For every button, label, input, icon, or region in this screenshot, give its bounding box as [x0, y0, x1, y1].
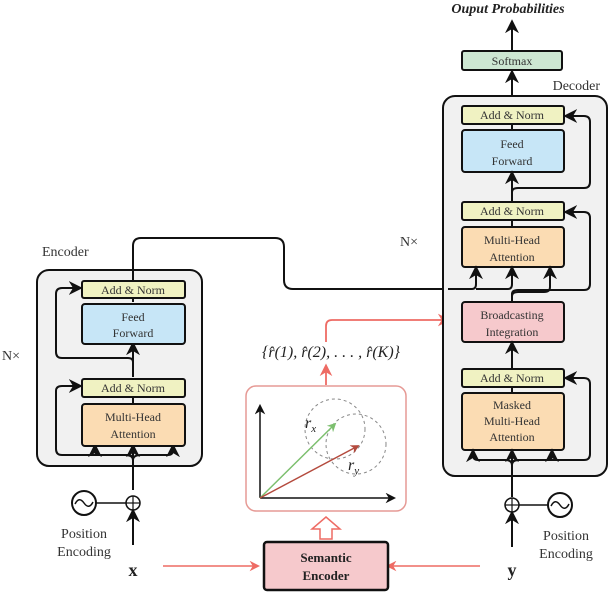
- encoder-input-arrow-q: [132, 443, 180, 461]
- masked-attention-label-3: Attention: [489, 430, 534, 444]
- semantic-encoder-label-1: Semantic: [300, 550, 352, 565]
- encoder-attention-label-1: Multi-Head: [105, 410, 161, 424]
- decoder-input-arrow-k: [466, 448, 513, 466]
- rx-label: rx: [305, 415, 316, 435]
- set-to-broadcasting-arrow: [325, 313, 451, 342]
- semantic-encoder-box: [262, 540, 390, 592]
- rx-neighborhood-circle: [304, 398, 366, 460]
- encoder-ff-label-1: Feed: [121, 310, 144, 324]
- output-probabilities-title: Ouput Probabilities: [451, 2, 565, 17]
- masked-attention-label-1: Masked: [493, 398, 531, 412]
- broadcasting-label-1: Broadcasting: [480, 308, 543, 322]
- decoder-pe-label-2: Encoding: [539, 547, 593, 562]
- decoder-add-norm-bottom-label: Add & Norm: [480, 371, 545, 385]
- cross-attn-value-arrow: [476, 265, 519, 290]
- rx-vector: [259, 422, 337, 499]
- sine-wave-icon: [74, 499, 94, 507]
- decoder-input-y: y: [508, 560, 517, 580]
- sine-wave-icon: [550, 501, 570, 509]
- encoder-ff-label-2: Forward: [113, 326, 154, 340]
- encoder-label: Encoder: [42, 245, 89, 260]
- encoder-pe-label-2: Encoding: [57, 545, 111, 560]
- decoder-repeat-label: N×: [400, 235, 418, 250]
- encoder-add-norm-top-label: Add & Norm: [101, 283, 166, 297]
- decoder-input-arrow-q: [511, 448, 559, 466]
- decoder-attention-label-2: Attention: [489, 250, 534, 264]
- encoder-feed-forward: [81, 303, 186, 345]
- ry-neighborhood-circle: [325, 413, 387, 475]
- encoder-attention-label-2: Attention: [110, 427, 155, 441]
- encoder-pe-label-1: Position: [61, 527, 107, 542]
- encoder-residual-2: [55, 281, 134, 366]
- decoder-ff-label-2: Forward: [492, 154, 533, 168]
- encoder-add-norm-bottom-label: Add & Norm: [101, 381, 166, 395]
- encoder-multi-head-attention: [81, 403, 186, 447]
- decoder-residual-2: [511, 205, 591, 298]
- decoder-add-norm-top-label: Add & Norm: [480, 108, 545, 122]
- decoder-residual-3: [511, 109, 591, 196]
- cross-attn-key-arrow: [448, 265, 483, 290]
- decoder-attention-label-1: Multi-Head: [484, 233, 540, 247]
- encoder-output-line: [132, 237, 448, 290]
- representation-set-label: {r̂(1), r̂(2), . . . , r̂(K)}: [262, 344, 401, 361]
- decoder-add-norm-mid-label: Add & Norm: [480, 204, 545, 218]
- softmax-label: Softmax: [492, 54, 533, 68]
- masked-attention-label-2: Multi-Head: [484, 414, 540, 428]
- ry-vector: [259, 445, 360, 499]
- encoder-repeat-label: N×: [2, 349, 20, 364]
- encoder-add-norm-bottom: [81, 378, 186, 398]
- semantic-encoder-label-2: Encoder: [303, 568, 350, 583]
- broadcasting-label-2: Integration: [486, 325, 539, 339]
- decoder-label: Decoder: [553, 79, 601, 94]
- ry-label: ry: [348, 457, 359, 477]
- decoder-ff-label-1: Feed: [500, 137, 523, 151]
- encoder-input-x: x: [129, 560, 138, 580]
- cross-attn-query-arrow: [511, 265, 557, 302]
- hollow-up-arrow-icon: [309, 516, 343, 540]
- decoder-pe-label-1: Position: [543, 529, 589, 544]
- encoder-input-arrow-k: [88, 443, 134, 461]
- vector-space-panel: [245, 385, 407, 512]
